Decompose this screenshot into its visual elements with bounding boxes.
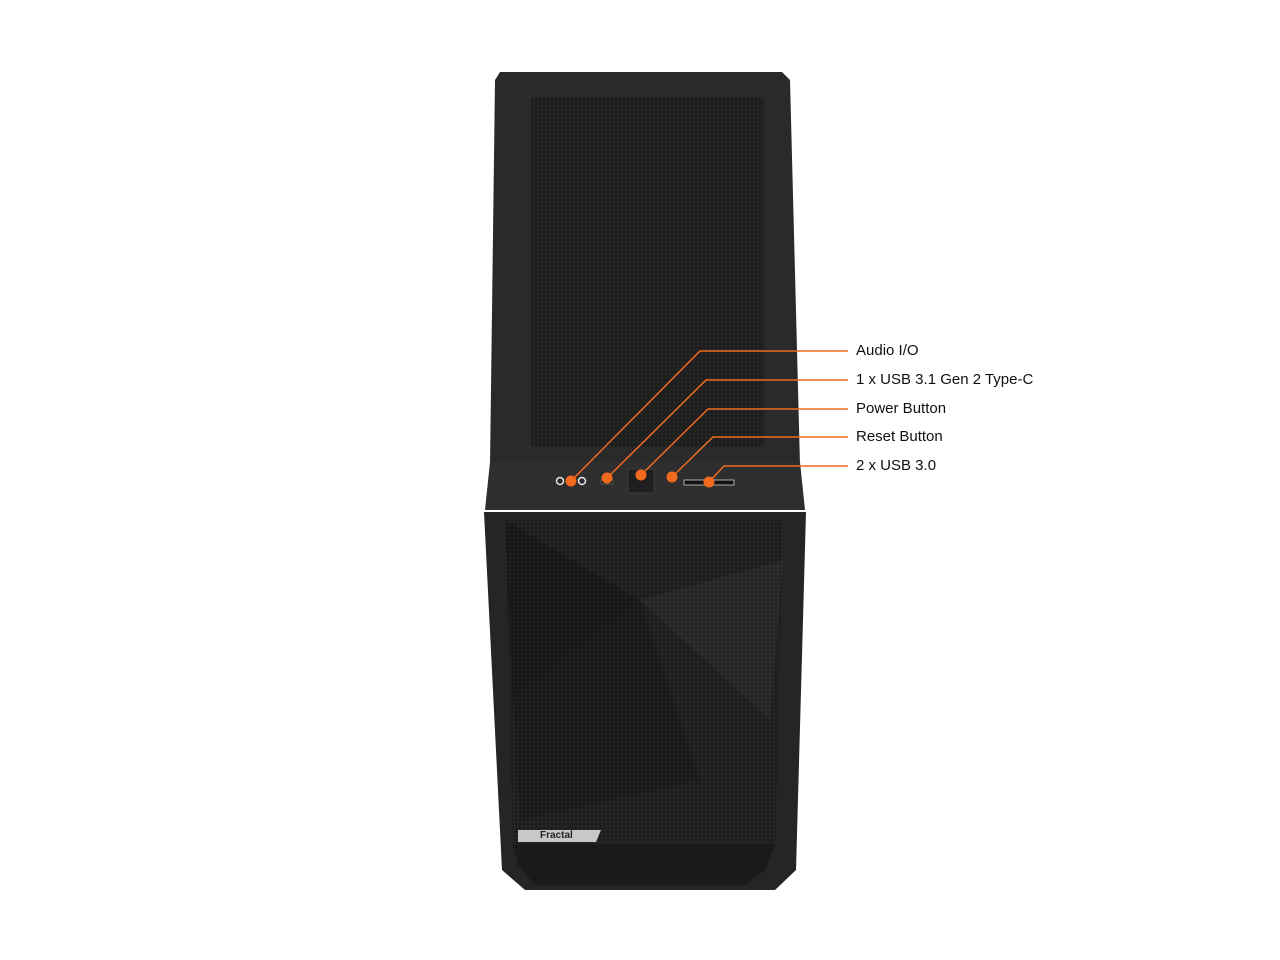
callout-label: Audio I/O (856, 342, 919, 359)
fractal-badge (518, 830, 601, 842)
callout-dot (666, 471, 678, 483)
callout-line (606, 379, 848, 479)
front-facet-3 (513, 600, 700, 820)
callout-line (708, 465, 848, 483)
callout-label: 2 x USB 3.0 (856, 457, 937, 474)
callout-label: Power Button (856, 400, 947, 417)
callout-dot (635, 469, 647, 481)
top-mesh (531, 97, 764, 447)
callout-label: 1 x USB 3.1 Gen 2 Type-C (856, 371, 1034, 388)
headphone-jack (555, 476, 565, 486)
front-mesh (505, 520, 783, 850)
callout-label: Reset Button (856, 428, 943, 445)
callout-line (570, 350, 848, 482)
front-bottom-lip (513, 845, 775, 885)
mic-jack (577, 476, 587, 486)
callout-line (671, 436, 848, 478)
callout-lines (565, 350, 848, 488)
callout-line (640, 408, 848, 476)
callout-dot (601, 472, 613, 484)
callout-dot (565, 475, 577, 487)
front-facet-2 (640, 560, 783, 720)
callout-dot (703, 476, 715, 488)
front-facet-1 (505, 520, 640, 700)
fractal-logo-text: Fractal (540, 830, 573, 841)
usb3-port-1 (683, 479, 707, 486)
usb3-port-2 (711, 479, 735, 486)
